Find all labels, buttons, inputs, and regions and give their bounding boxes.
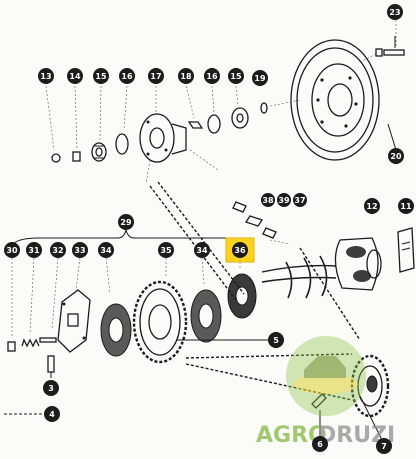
part-18-pin xyxy=(185,85,204,129)
callout-19: 19 xyxy=(252,70,268,86)
callout-39: 39 xyxy=(277,193,291,207)
part-34-friction-disc-left xyxy=(100,257,132,357)
part-16-ring-right xyxy=(207,85,221,134)
part-7-sprocket xyxy=(350,354,390,418)
part-13-nut xyxy=(45,85,61,163)
callout-23: 23 xyxy=(387,4,403,20)
part-15-bearing-left xyxy=(91,85,107,162)
callout-34-left: 34 xyxy=(98,242,114,258)
part-33-flange xyxy=(57,257,91,353)
callout-32: 32 xyxy=(50,242,66,258)
svg-text:30: 30 xyxy=(6,246,18,255)
svg-text:29: 29 xyxy=(120,218,132,227)
svg-text:15: 15 xyxy=(230,72,242,81)
svg-text:16: 16 xyxy=(121,72,133,81)
part-14-washer xyxy=(72,85,81,162)
svg-text:34: 34 xyxy=(100,246,112,255)
callout-16-left: 16 xyxy=(119,68,135,84)
svg-text:16: 16 xyxy=(206,72,218,81)
callout-30: 30 xyxy=(4,242,20,258)
svg-text:4: 4 xyxy=(49,410,55,419)
drive-chain xyxy=(149,181,361,401)
part-30-screw xyxy=(7,258,16,352)
svg-text:32: 32 xyxy=(52,246,63,255)
svg-text:6: 6 xyxy=(317,440,323,449)
part-11-bracket xyxy=(397,227,415,273)
part-36-friction-hub xyxy=(227,258,257,319)
part-19-washer xyxy=(260,102,268,114)
callout-3: 3 xyxy=(43,380,59,396)
callout-13: 13 xyxy=(38,68,54,84)
callout-36-highlighted: 36 xyxy=(225,237,255,263)
callout-5: 5 xyxy=(268,332,284,348)
svg-text:11: 11 xyxy=(400,202,412,211)
part-3-screw xyxy=(47,355,55,378)
svg-text:38: 38 xyxy=(262,196,274,205)
bracket-29 xyxy=(11,229,245,249)
callout-35: 35 xyxy=(158,242,174,258)
svg-text:20: 20 xyxy=(390,152,402,161)
callout-29: 29 xyxy=(118,214,134,230)
callout-31: 31 xyxy=(26,242,42,258)
callout-16-right: 16 xyxy=(204,68,220,84)
part-17-hub xyxy=(139,86,187,163)
part-34-friction-disc-right xyxy=(190,257,222,343)
part-32-bolt xyxy=(39,257,59,343)
callout-7: 7 xyxy=(376,438,392,454)
auger-shaft xyxy=(261,255,337,299)
callout-38: 38 xyxy=(261,193,275,207)
svg-text:12: 12 xyxy=(366,202,377,211)
callouts: 23 13 14 15 16 17 18 16 15 19 20 38 39 3… xyxy=(4,4,414,454)
svg-text:37: 37 xyxy=(294,196,305,205)
svg-text:23: 23 xyxy=(389,8,400,17)
part-35-sprocket xyxy=(132,258,188,364)
svg-text:19: 19 xyxy=(254,74,266,83)
part-38-39-37-clips xyxy=(232,201,291,245)
callout-33: 33 xyxy=(72,242,88,258)
leader-lines xyxy=(4,36,397,441)
svg-text:36: 36 xyxy=(234,246,246,255)
part-12-roller xyxy=(334,237,382,291)
svg-text:17: 17 xyxy=(150,72,161,81)
svg-text:14: 14 xyxy=(69,72,81,81)
svg-text:35: 35 xyxy=(160,246,172,255)
callout-6: 6 xyxy=(312,436,328,452)
svg-text:15: 15 xyxy=(95,72,107,81)
callout-34-right: 34 xyxy=(194,242,210,258)
callout-37: 37 xyxy=(293,193,307,207)
callout-14: 14 xyxy=(67,68,83,84)
agrodruzi-watermark: AGRO DRUZI xyxy=(256,336,395,448)
svg-text:33: 33 xyxy=(74,246,85,255)
callout-12: 12 xyxy=(364,198,380,214)
callout-17: 17 xyxy=(148,68,164,84)
svg-text:3: 3 xyxy=(48,384,54,393)
callout-11: 11 xyxy=(398,198,414,214)
part-6-key xyxy=(311,393,327,436)
svg-text:31: 31 xyxy=(28,246,40,255)
svg-text:18: 18 xyxy=(180,72,192,81)
callout-18: 18 xyxy=(178,68,194,84)
part-15-bearing-right xyxy=(231,85,249,129)
callout-15-right: 15 xyxy=(228,68,244,84)
svg-text:13: 13 xyxy=(40,72,51,81)
callout-20: 20 xyxy=(388,148,404,164)
svg-text:39: 39 xyxy=(278,196,290,205)
svg-text:34: 34 xyxy=(196,246,208,255)
svg-text:7: 7 xyxy=(381,442,387,451)
part-23-bolt xyxy=(359,20,405,63)
part-20-pulley xyxy=(269,39,380,161)
callout-15-left: 15 xyxy=(93,68,109,84)
callout-4: 4 xyxy=(44,406,60,422)
part-16-ring-left xyxy=(115,85,129,155)
svg-text:5: 5 xyxy=(273,336,279,345)
part-31-spring xyxy=(21,257,40,348)
